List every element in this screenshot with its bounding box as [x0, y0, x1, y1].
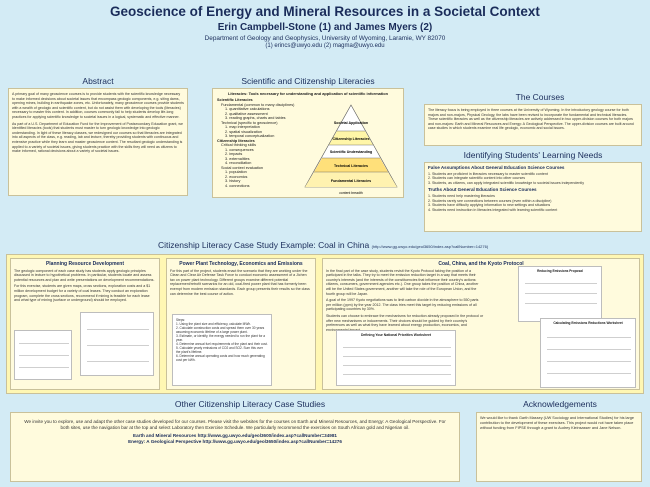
reducing-emissions-worksheet: Reducing Emissions Proposal: [518, 266, 602, 322]
courses-heading: The Courses: [515, 92, 565, 102]
literacy-item: Scientific Literacies: [217, 98, 253, 102]
pyramid-label-citizenship: Citizenship Literacies: [333, 137, 370, 141]
kyoto-paragraph-2: A goal of the 1997 Kyoto negotiations wa…: [326, 298, 479, 312]
literacy-item: 1. map interpretation: [225, 125, 260, 129]
abstract-paragraph-2: As part of a U.S. Department of Educatio…: [12, 121, 183, 154]
literacies-box: Literacies: Tools necessary for understa…: [212, 88, 404, 198]
literacy-item: 1. population: [225, 170, 247, 174]
pyramid-label-fundamental: Fundamental Literacies: [331, 179, 371, 183]
worksheet-1-title: Defining Your National Priorities Worksh…: [360, 333, 432, 337]
planning-paragraph-2: For this exercise, students are given ma…: [14, 284, 151, 303]
pyramid-label-societal: Societal Application: [334, 121, 368, 125]
courses-box: The literacy focus is being employed in …: [424, 104, 642, 146]
acknowledgements-text: We would like to thank Garth Massey (UW …: [480, 416, 634, 430]
case-study-heading: Citizenship Literacy Case Study Example:…: [158, 240, 488, 250]
literacy-item: 3. externalities: [225, 156, 250, 161]
step-3: 3. Estimate, or identify, the energy nee…: [176, 334, 266, 342]
pyramid-axis-label: content breadth: [339, 191, 363, 195]
step-5: 5. Calculate yearly emissions of CO2 and…: [176, 346, 263, 354]
truth-item-1: 1. Students need help mastering literaci…: [428, 193, 495, 198]
kyoto-paragraph-1: In the final part of the case study, stu…: [326, 268, 479, 296]
literacies-pyramid: Societal Application Citizenship Literac…: [304, 104, 398, 195]
literacy-item: 4. reconciliation: [225, 161, 252, 165]
truth-item-3: 3. Students have difficulty applying inf…: [428, 203, 551, 208]
needs-heading: Identifying Students' Learning Needs: [463, 150, 603, 160]
pyramid-label-scientific: Scientific Understanding: [330, 150, 372, 154]
case-study-title: Citizenship Literacy Case Study Example:…: [158, 240, 370, 250]
worksheet-3-title: Calculating Emissions Reductions Workshe…: [553, 321, 623, 325]
step-1: 1. Using the plant size and efficiency, …: [176, 322, 252, 326]
literacy-item: Citizenship literacies: [217, 138, 255, 143]
planning-paragraph-1: The geologic component of each case stud…: [14, 268, 155, 282]
pyramid-level-scientific: [322, 145, 380, 158]
national-priorities-worksheet: Defining Your National Priorities Worksh…: [336, 330, 456, 386]
calculating-emissions-worksheet: Calculating Emissions Reductions Workshe…: [540, 318, 636, 388]
power-plant-title: Power Plant Technology, Economics and Em…: [179, 261, 303, 267]
truth-item-4: 4. Students need instruction in literaci…: [428, 207, 558, 212]
false-assumptions-heading: False Assumptions About General Educatio…: [428, 165, 565, 170]
literacy-item: 3. reading graphs, charts and tables: [225, 116, 286, 120]
other-link-2[interactable]: Energy: A Geological Perspective http://…: [128, 439, 342, 444]
literacies-heading: Scientific and Citizenship Literacies: [241, 76, 375, 86]
case-study-link[interactable]: (http://www.gg.uwyo.edu/geol3650/index.a…: [371, 244, 489, 249]
courses-text: The literacy focus is being employed in …: [428, 108, 634, 131]
power-plant-text: For this part of the project, students e…: [170, 268, 310, 296]
coal-lease-map: [14, 330, 72, 380]
needs-box: False Assumptions About General Educatio…: [424, 162, 642, 232]
false-item-1: 1. Students are proficient in literacies…: [428, 171, 548, 176]
step-6: 6. Determine annual operating costs and …: [176, 354, 265, 362]
acknowledgements-box: We would like to thank Garth Massey (UW …: [476, 412, 642, 482]
acknowledgements-heading: Acknowledgements: [523, 399, 597, 409]
literacy-item: 1. quantitative calculations: [225, 107, 270, 111]
step-4: 4. Determine annual fuel requirements of…: [176, 342, 268, 346]
power-plant-steps-sheet: Steps: 1. Using the plant size and effic…: [172, 314, 272, 386]
pyramid-level-citizenship: [329, 131, 373, 145]
other-heading: Other Citizenship Literacy Case Studies: [174, 399, 326, 409]
other-text: We invite you to explore, use and adapt …: [24, 419, 446, 430]
literacy-item: Fundamental (common to many disciplines): [221, 102, 295, 107]
kyoto-paragraph-3: Students can choose to embrace the mecha…: [326, 313, 484, 332]
literacy-item: Technical (specific to geoscience): [221, 120, 278, 125]
other-box: We invite you to explore, use and adapt …: [10, 412, 460, 482]
literacies-box-title: Literacies: Tools necessary for understa…: [228, 91, 388, 96]
literacy-item: Critical thinking skills: [221, 143, 257, 147]
worksheet-2-title: Reducing Emissions Proposal: [537, 269, 583, 273]
poster-emails: (1) erincs@uwyo.edu (2) magma@uwyo.edu: [265, 43, 385, 49]
literacy-item: Social context evaluation: [221, 165, 264, 170]
poster-header: Geoscience of Energy and Mineral Resourc…: [0, 4, 650, 49]
literacy-item: 2. qualitative assessment: [225, 111, 268, 116]
planning-title: Planning Resource Development: [45, 261, 125, 267]
literacy-item: 1. consequences: [225, 147, 254, 152]
literacy-item: 2. spatial visualization: [225, 129, 262, 134]
literacy-item: 2. impacts: [225, 152, 243, 156]
truth-item-2: 2. Students rarely see connections betwe…: [428, 198, 552, 203]
other-link-1[interactable]: Earth and Mineral Resources http://www.g…: [133, 433, 337, 438]
pyramid-label-technical: Technical Literacies: [334, 164, 368, 168]
pyramid-level-technical: [314, 158, 388, 172]
step-2: 2. Calculate construction costs and spre…: [176, 326, 265, 334]
truths-heading: Truths About General Education Science C…: [428, 187, 537, 193]
literacy-item: 2. economics: [225, 174, 248, 179]
false-item-3: 3. Students, as citizens, can apply inte…: [428, 180, 585, 185]
false-item-2: 2. Students can integrate scientific con…: [428, 176, 526, 181]
abstract-paragraph-1: A primary goal of many geoscience course…: [12, 92, 184, 119]
literacy-item: 3. temporal conceptualization: [225, 134, 275, 138]
poster-department: Department of Geology and Geophysics, Un…: [204, 35, 446, 42]
abstract-heading: Abstract: [82, 76, 114, 86]
literacy-item: 4. connections: [225, 183, 250, 188]
steps-heading: Steps:: [176, 318, 186, 322]
poster-title: Geoscience of Energy and Mineral Resourc…: [110, 4, 540, 19]
cross-section-sheet: [80, 312, 154, 376]
abstract-box: A primary goal of many geoscience course…: [8, 88, 188, 196]
literacy-item: 3. history: [225, 179, 241, 183]
kyoto-title: Coal, China, and the Kyoto Protocol: [438, 261, 524, 267]
poster-authors: Erin Campbell-Stone (1) and James Myers …: [217, 22, 433, 33]
pyramid-level-fundamental: [305, 172, 397, 187]
